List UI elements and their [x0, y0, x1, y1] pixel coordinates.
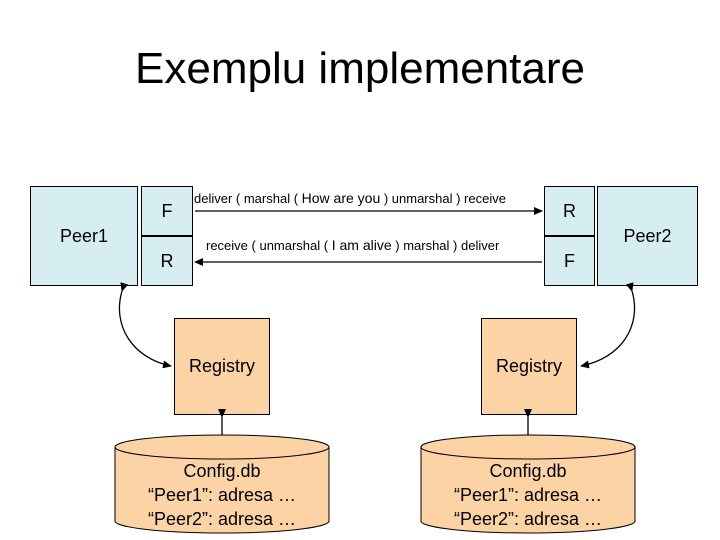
- message-bottom-suffix: ) marshal ) deliver: [391, 238, 500, 253]
- right-f-box[interactable]: F: [544, 236, 595, 286]
- message-top-prefix: deliver ( marshal (: [194, 191, 302, 206]
- message-top-payload: How are you: [301, 190, 381, 206]
- message-top: deliver ( marshal ( How are you ) unmars…: [194, 190, 506, 206]
- left-registry-box[interactable]: Registry: [174, 318, 270, 415]
- left-db-cylinder: [114, 434, 330, 534]
- left-r-label: R: [160, 250, 174, 271]
- right-db-entry-peer2: “Peer2”: adresa …: [453, 509, 603, 529]
- message-top-suffix: ) unmarshal ) receive: [380, 191, 506, 206]
- right-db-text: Config.db “Peer1”: adresa … “Peer2”: adr…: [421, 459, 635, 531]
- peer2-box[interactable]: Peer2: [597, 186, 698, 286]
- left-registry-label: Registry: [188, 356, 255, 376]
- left-db-entry-peer2: “Peer2”: adresa …: [147, 509, 297, 529]
- left-f-label: F: [161, 200, 173, 221]
- right-peer-registry-curve: [580, 282, 636, 369]
- message-bottom-prefix: receive ( unmarshal (: [206, 238, 332, 253]
- left-db-name: Config.db: [183, 461, 261, 481]
- right-f-label: F: [564, 250, 575, 271]
- peer2-label: Peer2: [623, 225, 672, 246]
- right-r-label: R: [563, 200, 576, 221]
- left-db-entry-peer1: “Peer1”: adresa …: [147, 485, 297, 505]
- right-registry-label: Registry: [495, 356, 562, 376]
- right-registry-box[interactable]: Registry: [481, 318, 577, 415]
- right-db-cylinder: [420, 434, 636, 534]
- message-bottom-payload: I am alive: [331, 237, 392, 253]
- right-db-entry-peer1: “Peer1”: adresa …: [453, 485, 603, 505]
- left-f-box[interactable]: F: [141, 186, 193, 236]
- left-db-text: Config.db “Peer1”: adresa … “Peer2”: adr…: [115, 459, 329, 531]
- peer1-box[interactable]: Peer1: [30, 186, 138, 286]
- left-r-box[interactable]: R: [141, 236, 193, 286]
- message-bottom: receive ( unmarshal ( I am alive ) marsh…: [206, 237, 499, 253]
- right-r-box[interactable]: R: [544, 186, 595, 236]
- left-peer-registry-curve: [118, 282, 172, 369]
- right-db-name: Config.db: [489, 461, 567, 481]
- peer1-label: Peer1: [59, 225, 109, 246]
- page-title: Exemplu implementare: [135, 44, 585, 93]
